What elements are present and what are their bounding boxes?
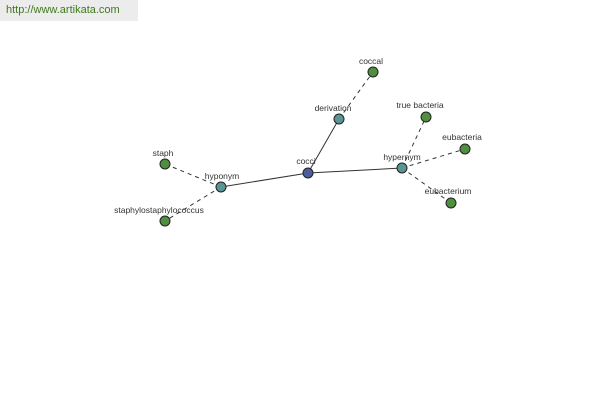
cocci-label: cocci [296,156,315,166]
eubacterium-label: eubacterium [425,186,472,196]
hypernym-node[interactable] [396,162,408,174]
coccal-node[interactable] [367,66,379,78]
edge-derivation-coccal [338,71,374,120]
edge-cocci-hyponym [220,172,309,188]
edge-hypernym-true-bacteria [401,116,427,169]
edge-cocci-hypernym [307,167,403,174]
eubacteria-node[interactable] [459,143,471,155]
edge-cocci-derivation [307,118,340,174]
hyponym-label: hyponym [205,171,240,181]
staphylostaphylococcus-node[interactable] [159,215,171,227]
edge-hypernym-eubacteria [401,148,466,169]
true-bacteria-node[interactable] [420,111,432,123]
coccal-label: coccal [359,56,383,66]
url-bar: http://www.artikata.com [0,0,138,21]
derivation-label: derivation [315,103,352,113]
eubacteria-label: eubacteria [442,132,482,142]
derivation-node[interactable] [333,113,345,125]
hypernym-label: hypernym [383,152,420,162]
staph-node[interactable] [159,158,171,170]
true-bacteria-label: true bacteria [396,100,444,110]
site-url-link[interactable]: http://www.artikata.com [6,4,120,16]
hyponym-node[interactable] [215,181,227,193]
edge-hypernym-eubacterium [401,167,452,204]
staph-label: staph [153,148,174,158]
eubacterium-node[interactable] [445,197,457,209]
edge-hyponym-staph [164,163,222,188]
cocci-node[interactable] [302,167,314,179]
staphylostaphylococcus-label: staphylostaphylococcus [114,205,204,215]
edge-hyponym-staphylostaphylococcus [164,186,222,222]
